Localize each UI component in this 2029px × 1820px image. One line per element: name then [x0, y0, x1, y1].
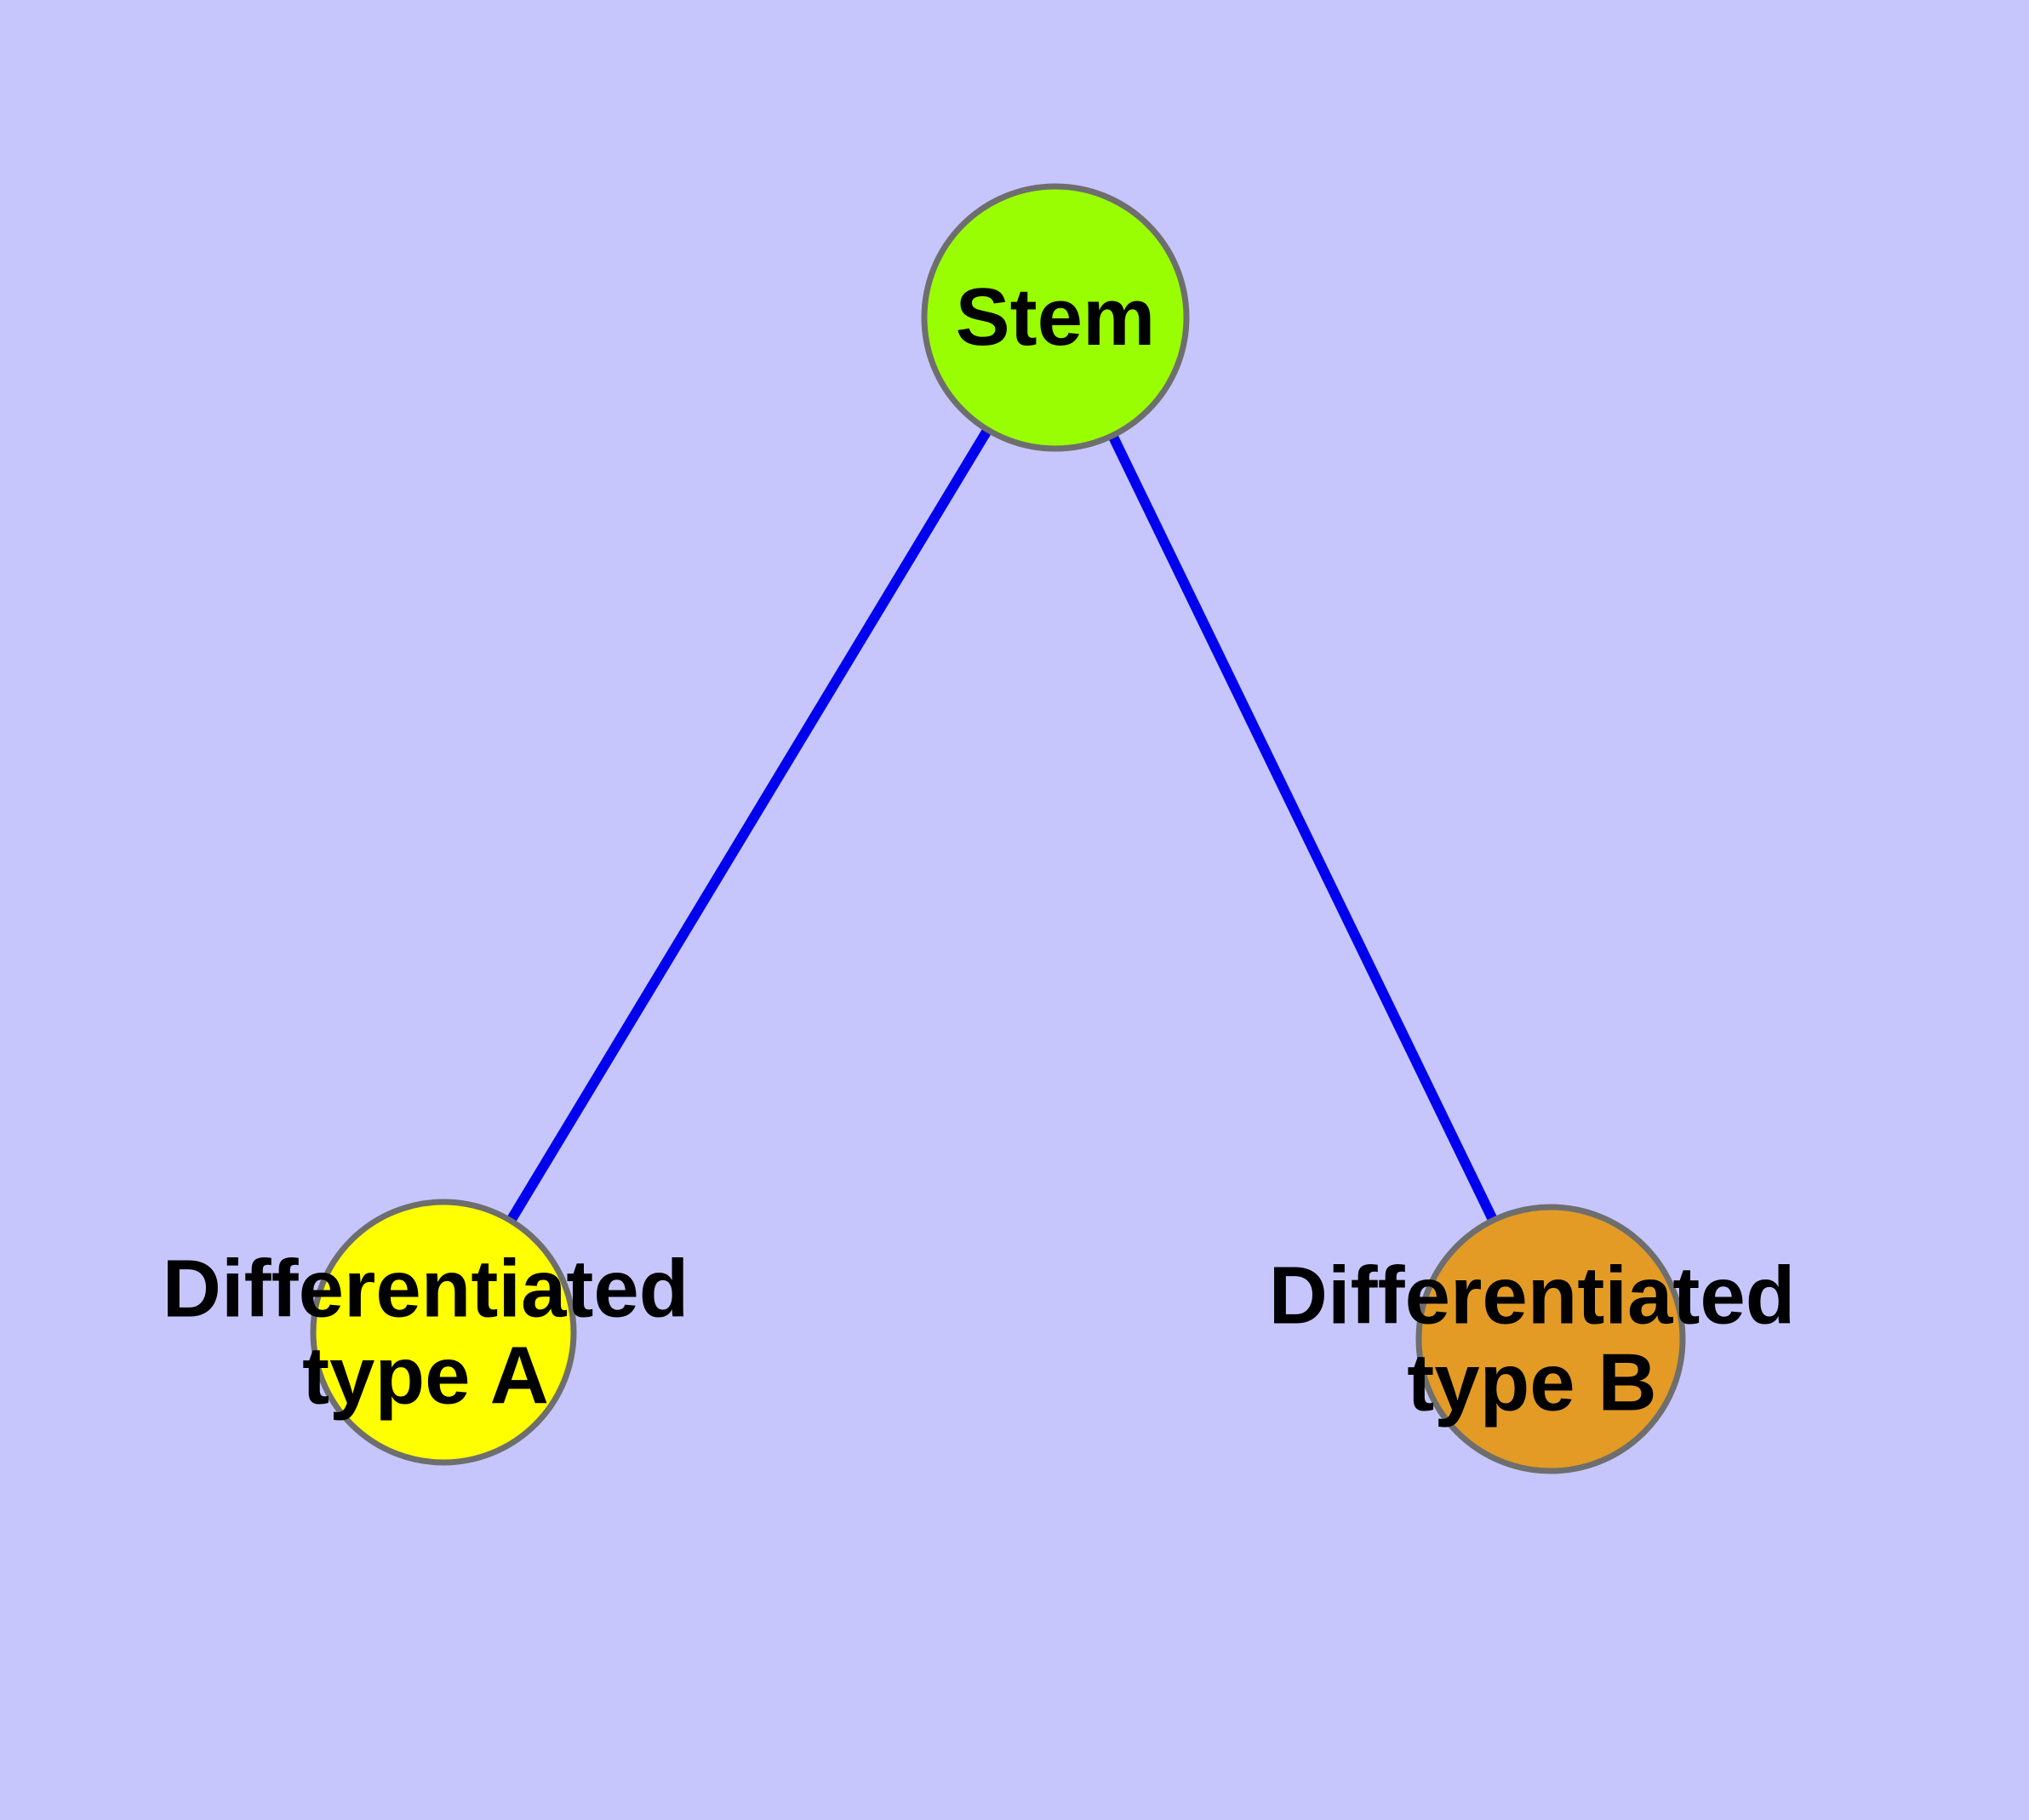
graph-edge-stem-diff_a	[506, 426, 992, 1224]
graph-edge-stem-diff_b	[1107, 432, 1498, 1223]
graph-node-diff_b[interactable]	[1415, 1204, 1686, 1474]
graph-node-diff_a[interactable]	[310, 1199, 577, 1466]
graph-node-stem[interactable]	[921, 183, 1190, 452]
edges-layer	[506, 426, 1498, 1224]
nodes-layer	[310, 183, 1686, 1474]
